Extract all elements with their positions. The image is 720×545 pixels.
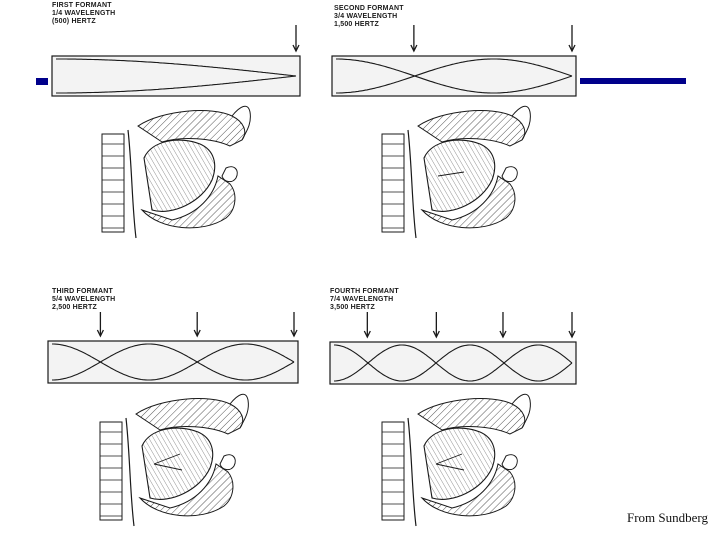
tube-third-formant [48,312,298,383]
label-fourth-formant: FOURTH FORMANT 7/4 WAVELENGTH 3,500 HERT… [330,288,399,312]
label-second-formant: SECOND FORMANT 3/4 WAVELENGTH 1,500 HERT… [334,5,404,29]
label-first-formant: FIRST FORMANT 1/4 WAVELENGTH (500) HERTZ [52,2,115,26]
source-credit: From Sundberg [627,510,708,526]
tube-fourth-formant [330,312,576,384]
node-arrow-icon [569,312,575,337]
node-arrow-icon [500,312,506,337]
frequency-label: 3,500 HERTZ [330,304,399,312]
frequency-label: (500) HERTZ [52,18,115,26]
tube-second-formant [332,25,576,96]
vocal-tract-illustration [382,394,530,526]
wavelength-label: 5/4 WAVELENGTH [52,296,115,304]
accent-bar-left [36,78,48,85]
wavelength-label: 3/4 WAVELENGTH [334,13,404,21]
wavelength-label: 7/4 WAVELENGTH [330,296,399,304]
tube-outline [48,341,298,383]
node-arrow-icon [364,312,370,337]
frequency-label: 2,500 HERTZ [52,304,115,312]
node-arrow-icon [411,25,417,51]
node-arrow-icon [433,312,439,337]
formant-title: FIRST FORMANT [52,2,115,10]
wavelength-label: 1/4 WAVELENGTH [52,10,115,18]
node-arrow-icon [569,25,575,51]
node-arrow-icon [291,312,297,336]
frequency-label: 1,500 HERTZ [334,21,404,29]
tube-outline [52,56,300,96]
tube-first-formant [52,25,300,96]
tube-outline [330,342,576,384]
vocal-tract-illustration [100,394,248,526]
node-arrow-icon [97,312,103,336]
formant-title: FOURTH FORMANT [330,288,399,296]
vocal-tract-illustration [382,106,530,238]
node-arrow-icon [293,25,299,51]
formant-title: THIRD FORMANT [52,288,115,296]
accent-bar-right [580,78,686,84]
formant-title: SECOND FORMANT [334,5,404,13]
label-third-formant: THIRD FORMANT 5/4 WAVELENGTH 2,500 HERTZ [52,288,115,312]
node-arrow-icon [194,312,200,336]
vocal-tract-illustration [102,106,250,238]
